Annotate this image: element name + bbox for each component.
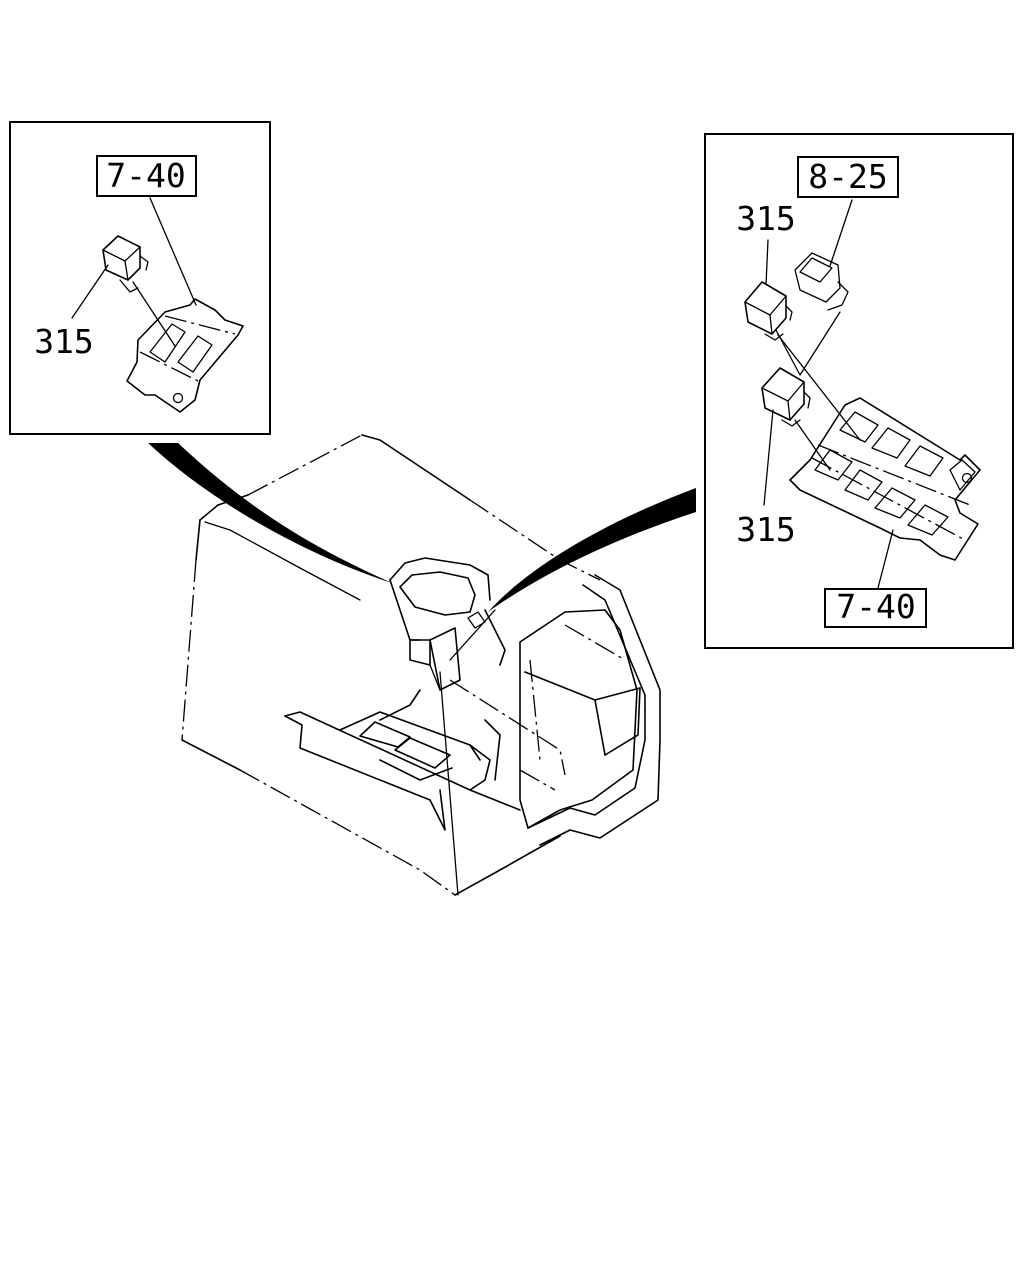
right-ref-label-top: 8-25 (808, 157, 887, 196)
right-ref-box-top (797, 156, 899, 198)
left-callout-pointer (148, 443, 392, 583)
right-relay-315-top (744, 281, 793, 341)
right-callout-pointer (488, 488, 696, 612)
right-callout-panel: 8-25 315 315 (704, 133, 1014, 649)
right-part-label-bottom: 315 (736, 510, 796, 549)
left-ref-box (96, 155, 197, 197)
left-callout-panel: 7-40 315 (9, 121, 271, 435)
left-part-label: 315 (34, 322, 94, 361)
right-relay-8-25 (794, 252, 849, 311)
right-part-label-top: 315 (736, 199, 796, 238)
right-relay-315-bottom (761, 367, 811, 427)
right-ref-label-bottom: 7-40 (836, 587, 915, 626)
right-bracket (789, 397, 981, 561)
left-bracket (126, 298, 244, 413)
right-ref-box-bottom (824, 588, 927, 628)
left-ref-label: 7-40 (106, 156, 185, 195)
vehicle-cab-illustration (181, 434, 661, 896)
left-relay-315 (102, 235, 149, 293)
